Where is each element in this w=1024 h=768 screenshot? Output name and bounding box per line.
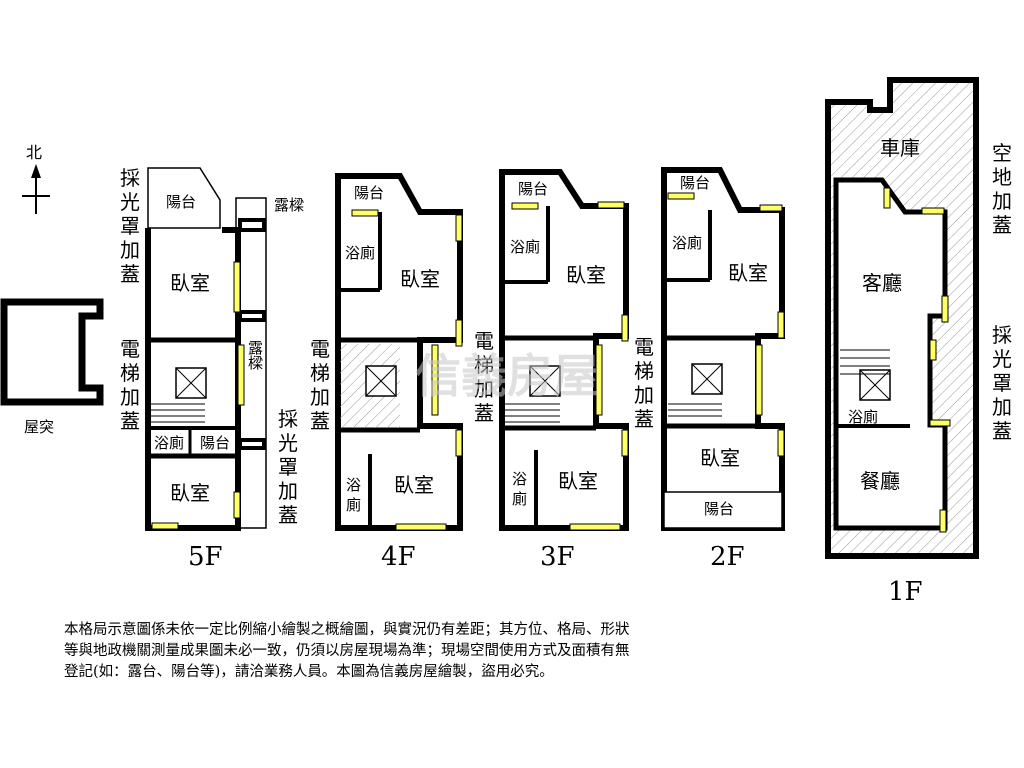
f2-floor-label: 2F — [710, 542, 745, 572]
f4-elevator-1: 梯 — [310, 361, 330, 385]
floor-3f: 陽台 浴廁 臥室 浴 廁 臥室 電 梯 加 蓋 3F — [474, 169, 629, 572]
f5-skylight-left-2: 罩 — [120, 214, 140, 238]
f1-garage: 車庫 — [880, 136, 920, 160]
f5-floor-label: 5F — [188, 542, 223, 572]
f5-balcony-mid: 陽台 — [200, 434, 230, 452]
north-label: 北 — [26, 143, 42, 162]
f2-elevator-0: 電 — [634, 335, 654, 359]
f1-skylight-note: 採 光 罩 加 蓋 — [992, 323, 1012, 443]
f4-elevator-note: 電 梯 加 蓋 — [310, 337, 330, 433]
f5-bedroom-top: 臥室 — [170, 271, 210, 295]
disclaimer-line-3: 登記(如：露台、陽台等)，請洽業務人員。本圖為信義房屋繪製，盜用必究。 — [64, 664, 554, 680]
f5-elevator-2: 加 — [120, 385, 140, 409]
f1-dining: 餐廳 — [860, 469, 900, 493]
f3-bedroom-bottom: 臥室 — [558, 469, 598, 493]
f5-skylight-left-4: 蓋 — [120, 262, 140, 286]
f5-skylight-left-3: 加 — [120, 238, 140, 262]
f4-floor-label: 4F — [381, 542, 416, 572]
f5-beam-top: 露樑 — [274, 196, 304, 214]
f5-elevator-0: 電 — [120, 337, 140, 361]
f1-open-space-note: 空 地 加 蓋 — [992, 141, 1012, 237]
f3-bath-bottom-0: 浴 — [512, 470, 527, 488]
f2-elevator-note: 電 梯 加 蓋 — [634, 335, 654, 431]
f5-skylight-right-4: 蓋 — [278, 503, 298, 527]
f5-elevator-1: 梯 — [120, 361, 140, 385]
f1-skylight-0: 採 — [992, 323, 1012, 347]
f5-skylight-right-0: 採 — [278, 407, 298, 431]
floor-1f: 車庫 客廳 浴廁 餐廳 空 地 加 蓋 採 光 罩 加 蓋 1F — [825, 77, 1012, 607]
roof-label: 屋突 — [24, 418, 54, 436]
f3-bath-top: 浴廁 — [510, 238, 540, 256]
roof-structure: 屋突 — [0, 298, 104, 436]
f3-floor-label: 3F — [540, 542, 575, 572]
f1-open-space-1: 地 — [992, 165, 1012, 189]
f4-bedroom-top: 臥室 — [400, 267, 440, 291]
f3-elevator-note: 電 梯 加 蓋 — [474, 329, 494, 425]
f5-elevator-3: 蓋 — [120, 409, 140, 433]
floor-4f: 陽台 浴廁 臥室 浴 廁 臥室 電 梯 加 蓋 4F — [310, 173, 463, 572]
f4-bedroom-bottom: 臥室 — [394, 473, 434, 497]
f5-skylight-right-note: 採 光 罩 加 蓋 — [278, 407, 298, 527]
f3-elevator-0: 電 — [474, 329, 494, 353]
f3-elevator-3: 蓋 — [474, 401, 494, 425]
f5-skylight-left-note: 採 光 罩 加 蓋 — [120, 166, 140, 286]
floor-2f: 陽台 浴廁 臥室 臥室 陽台 電 梯 加 蓋 2F — [634, 167, 785, 572]
f1-skylight-1: 光 — [992, 347, 1012, 371]
f4-elevator-3: 蓋 — [310, 409, 330, 433]
f4-elevator-0: 電 — [310, 337, 330, 361]
f3-bedroom-top: 臥室 — [566, 263, 606, 287]
f5-elevator-note: 電 梯 加 蓋 — [120, 337, 140, 433]
disclaimer: 本格局示意圖係未依一定比例縮小繪製之概繪圖，與實況仍有差距；其方位、格局、形狀 … — [64, 620, 764, 683]
f3-elevator-1: 梯 — [474, 353, 494, 377]
f4-balcony: 陽台 — [354, 184, 384, 202]
f2-elevator-1: 梯 — [634, 359, 654, 383]
f4-bath-top: 浴廁 — [345, 244, 375, 262]
f2-balcony-top: 陽台 — [680, 174, 710, 192]
f1-floor-label: 1F — [888, 577, 923, 607]
f3-bath-bottom-1: 廁 — [512, 490, 527, 508]
f5-balcony-top: 陽台 — [166, 193, 196, 211]
f1-open-space-2: 加 — [992, 189, 1012, 213]
watermark: 信義房屋 — [415, 349, 599, 403]
f2-bedroom-bottom: 臥室 — [700, 446, 740, 470]
f5-skylight-left-0: 採 — [120, 166, 140, 190]
f3-balcony: 陽台 — [518, 180, 548, 198]
disclaimer-line-2: 等與地政機關測量成果圖未必一致，仍須以房屋現場為準；現場空間使用方式及面積有無 — [64, 643, 630, 659]
f5-bath: 浴廁 — [154, 434, 184, 452]
f1-skylight-4: 蓋 — [992, 419, 1012, 443]
f5-skylight-right-3: 加 — [278, 479, 298, 503]
f2-bath: 浴廁 — [672, 234, 702, 252]
f5-skylight-left-1: 光 — [120, 190, 140, 214]
f2-elevator-2: 加 — [634, 383, 654, 407]
f1-bath: 浴廁 — [848, 408, 878, 426]
disclaimer-line-1: 本格局示意圖係未依一定比例縮小繪製之概繪圖，與實況仍有差距；其方位、格局、形狀 — [64, 622, 630, 638]
f5-bedroom-bottom: 臥室 — [170, 481, 210, 505]
f3-elevator-2: 加 — [474, 377, 494, 401]
f1-skylight-2: 罩 — [992, 371, 1012, 395]
f1-open-space-0: 空 — [992, 141, 1012, 165]
f2-balcony-bottom: 陽台 — [704, 500, 734, 518]
f1-living: 客廳 — [862, 271, 902, 295]
f1-skylight-3: 加 — [992, 395, 1012, 419]
f5-skylight-right-2: 罩 — [278, 455, 298, 479]
f4-elevator-2: 加 — [310, 385, 330, 409]
f5-skylight-right-1: 光 — [278, 431, 298, 455]
north-arrow: 北 — [22, 143, 50, 214]
floor-5f: 陽台 臥室 浴廁 陽台 臥室 露樑 露樑 採 光 罩 加 蓋 電 梯 加 蓋 採… — [120, 166, 304, 572]
f4-bath-bottom-0: 浴 — [346, 476, 361, 494]
f4-bath-bottom-1: 廁 — [346, 496, 361, 514]
f2-elevator-3: 蓋 — [634, 407, 654, 431]
f5-beam-mid: 露樑 — [246, 340, 264, 370]
f2-bedroom-top: 臥室 — [728, 261, 768, 285]
f1-open-space-3: 蓋 — [992, 213, 1012, 237]
